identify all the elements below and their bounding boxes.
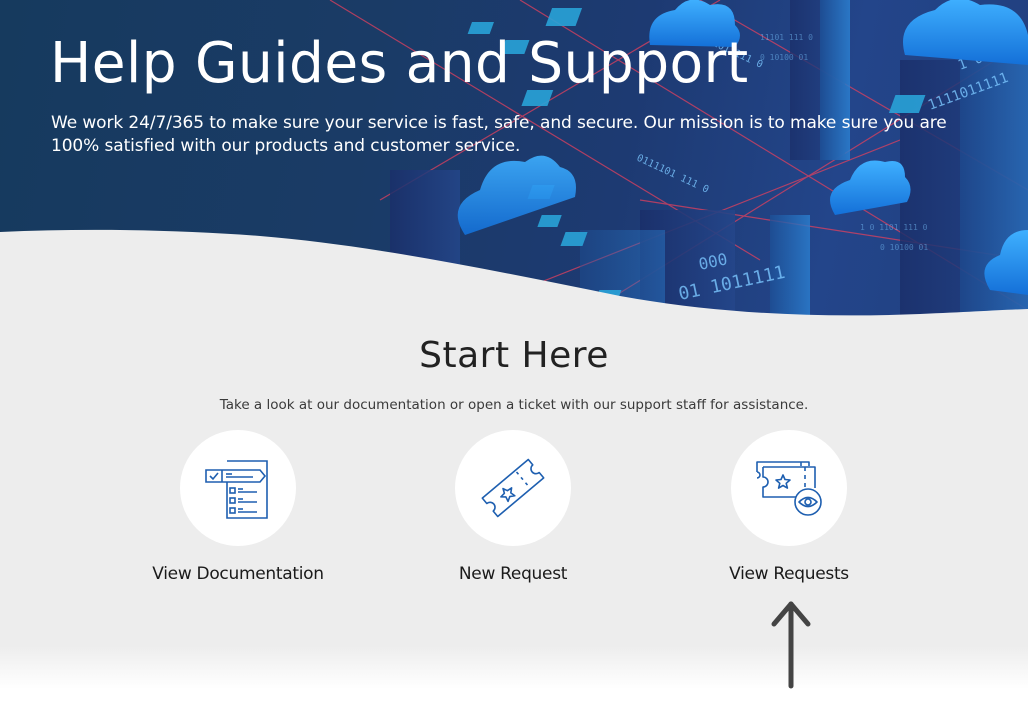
new-request-link[interactable]: New Request: [403, 430, 623, 585]
checklist-document-icon: [205, 460, 268, 519]
svg-text:11101 111 0: 11101 111 0: [760, 33, 813, 42]
svg-text:1 0 1101 111 0: 1 0 1101 111 0: [860, 223, 928, 232]
view-documentation-link[interactable]: View Documentation: [128, 430, 348, 585]
section-title: Start Here: [419, 335, 609, 376]
view-requests-label[interactable]: View Requests: [729, 564, 849, 584]
hero-subtitle: We work 24/7/365 to make sure your servi…: [51, 113, 947, 156]
view-documentation-label[interactable]: View Documentation: [152, 564, 324, 584]
svg-text:0 10100 01: 0 10100 01: [880, 243, 928, 252]
hero-wave-divider: [0, 229, 1028, 330]
section-subtitle: Take a look at our documentation or open…: [219, 397, 809, 413]
view-requests-icon-circle[interactable]: [731, 430, 847, 546]
new-request-label[interactable]: New Request: [458, 564, 568, 584]
hero-banner: 1111011111 1 00 01 01 1011111 000 011110…: [0, 0, 1028, 330]
tickets-eye-icon: [756, 461, 822, 516]
bottom-fade: [0, 646, 1028, 704]
view-documentation-icon-circle[interactable]: [180, 430, 296, 546]
ticket-star-icon: [481, 458, 545, 518]
new-request-icon-circle[interactable]: [455, 430, 571, 546]
svg-text:0 10100 01: 0 10100 01: [760, 53, 808, 62]
arrow-up-icon: [771, 601, 811, 689]
page-title: Help Guides and Support: [50, 31, 749, 96]
view-requests-link[interactable]: View Requests: [679, 430, 899, 585]
